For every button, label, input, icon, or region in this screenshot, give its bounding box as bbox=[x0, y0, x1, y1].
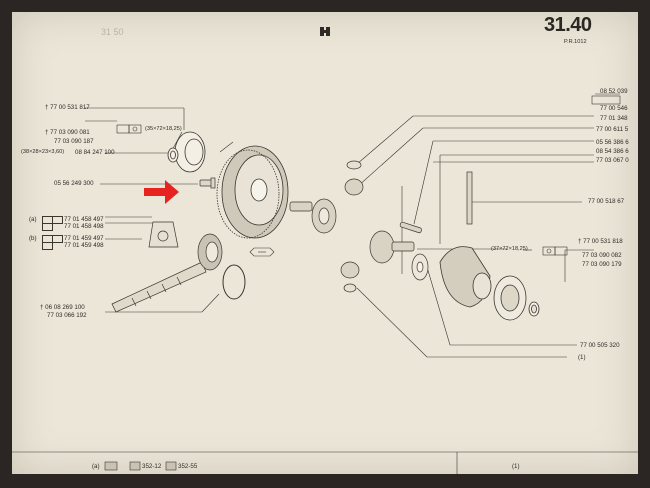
part-number: 77 00 546 bbox=[600, 105, 628, 112]
part-number: † 06 08 269 100 bbox=[40, 304, 85, 311]
part-number: 77 03 066 192 bbox=[47, 312, 87, 319]
part-number: 77 01 459 498 bbox=[64, 242, 104, 249]
part-number: 77 01 458 498 bbox=[64, 223, 104, 230]
footer-tag: (a) bbox=[92, 463, 100, 470]
part-number: 77 03 067 0 bbox=[596, 157, 629, 164]
part-dimension: (37×72×18,25) bbox=[491, 246, 528, 252]
red-arrow-icon bbox=[144, 180, 179, 204]
part-number: 77 03 090 179 bbox=[582, 261, 622, 268]
part-number: 77 03 090 082 bbox=[582, 252, 622, 259]
variant-box bbox=[52, 235, 63, 243]
footnote-ref: (1) bbox=[578, 354, 586, 361]
part-dimension: (35×72×18,25) bbox=[145, 126, 182, 132]
part-number: 77 00 505 320 bbox=[580, 342, 620, 349]
part-number: 77 01 348 bbox=[600, 115, 628, 122]
variant-tag: (a) bbox=[29, 216, 37, 223]
part-number: 08 54 386 6 bbox=[596, 148, 629, 155]
part-number: 08 84 247 100 bbox=[75, 149, 115, 156]
page-subtitle: P.R.1012 bbox=[564, 39, 587, 45]
variant-box bbox=[42, 242, 53, 250]
part-number: 77 00 518 67 bbox=[588, 198, 625, 205]
part-number: † 77 03 090 081 bbox=[45, 129, 90, 136]
exploded-diagram bbox=[12, 27, 638, 474]
part-number: 77 00 611 5 bbox=[596, 126, 629, 133]
part-dimension: (38×28×23×3,60) bbox=[21, 149, 65, 155]
part-number: 77 01 458 497 bbox=[64, 216, 104, 223]
variant-box bbox=[52, 216, 63, 224]
part-number: 77 03 090 187 bbox=[54, 138, 94, 145]
part-number: 05 56 386 6 bbox=[596, 139, 629, 146]
part-number: 08 52 039 bbox=[600, 88, 628, 95]
part-number: 77 01 459 497 bbox=[64, 235, 104, 242]
part-number: † 77 00 531 818 bbox=[578, 238, 623, 245]
section-number: 31.40 bbox=[544, 14, 592, 36]
variant-box bbox=[42, 223, 53, 231]
variant-tag: (b) bbox=[29, 235, 37, 242]
part-number: † 77 00 531 817 bbox=[45, 104, 90, 111]
part-number: 05 56 249 300 bbox=[54, 180, 94, 187]
parts-catalog-page: 31.40 P.R.1012 31 50 † 77 00 531 817 † 7… bbox=[12, 12, 638, 474]
footer-ref: (1) bbox=[512, 463, 520, 470]
footer-ref: 352-55 bbox=[178, 463, 198, 470]
faded-page-number: 31 50 bbox=[101, 27, 124, 37]
footer-ref: 352-12 bbox=[142, 463, 162, 470]
